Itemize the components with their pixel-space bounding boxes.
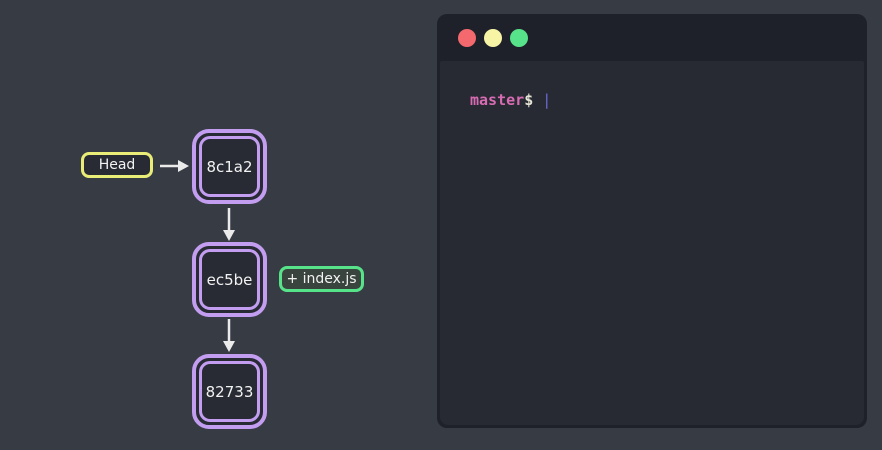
arrow-down-icon bbox=[221, 207, 237, 245]
arrow-right-icon bbox=[159, 158, 189, 178]
commit-id: 82733 bbox=[205, 382, 254, 401]
commit-node-inner: 82733 bbox=[199, 361, 260, 422]
file-change-label: + index.js bbox=[286, 271, 357, 287]
commit-id: ec5be bbox=[206, 270, 253, 289]
commit-node[interactable]: 82733 bbox=[192, 354, 267, 429]
close-button[interactable] bbox=[458, 28, 476, 47]
terminal-window: master$ | bbox=[437, 14, 867, 428]
prompt-symbol: $ bbox=[524, 91, 534, 109]
commit-node-inner: 8c1a2 bbox=[199, 136, 260, 197]
prompt-branch: master bbox=[470, 91, 525, 109]
commit-node[interactable]: ec5be bbox=[192, 242, 267, 317]
minimize-button[interactable] bbox=[484, 28, 502, 47]
commit-id: 8c1a2 bbox=[206, 157, 253, 176]
head-ref-label[interactable]: Head bbox=[81, 152, 153, 178]
file-change-badge[interactable]: + index.js bbox=[279, 266, 364, 292]
arrow-down-icon bbox=[221, 318, 237, 356]
commit-node[interactable]: 8c1a2 bbox=[192, 129, 267, 204]
terminal-cursor: | bbox=[542, 91, 552, 109]
terminal-titlebar[interactable] bbox=[437, 14, 867, 61]
terminal-prompt[interactable]: master$ | bbox=[470, 91, 864, 109]
terminal-body[interactable]: master$ | bbox=[440, 61, 864, 425]
head-ref-text: Head bbox=[98, 157, 136, 173]
commit-node-inner: ec5be bbox=[199, 249, 260, 310]
maximize-button[interactable] bbox=[510, 28, 528, 47]
